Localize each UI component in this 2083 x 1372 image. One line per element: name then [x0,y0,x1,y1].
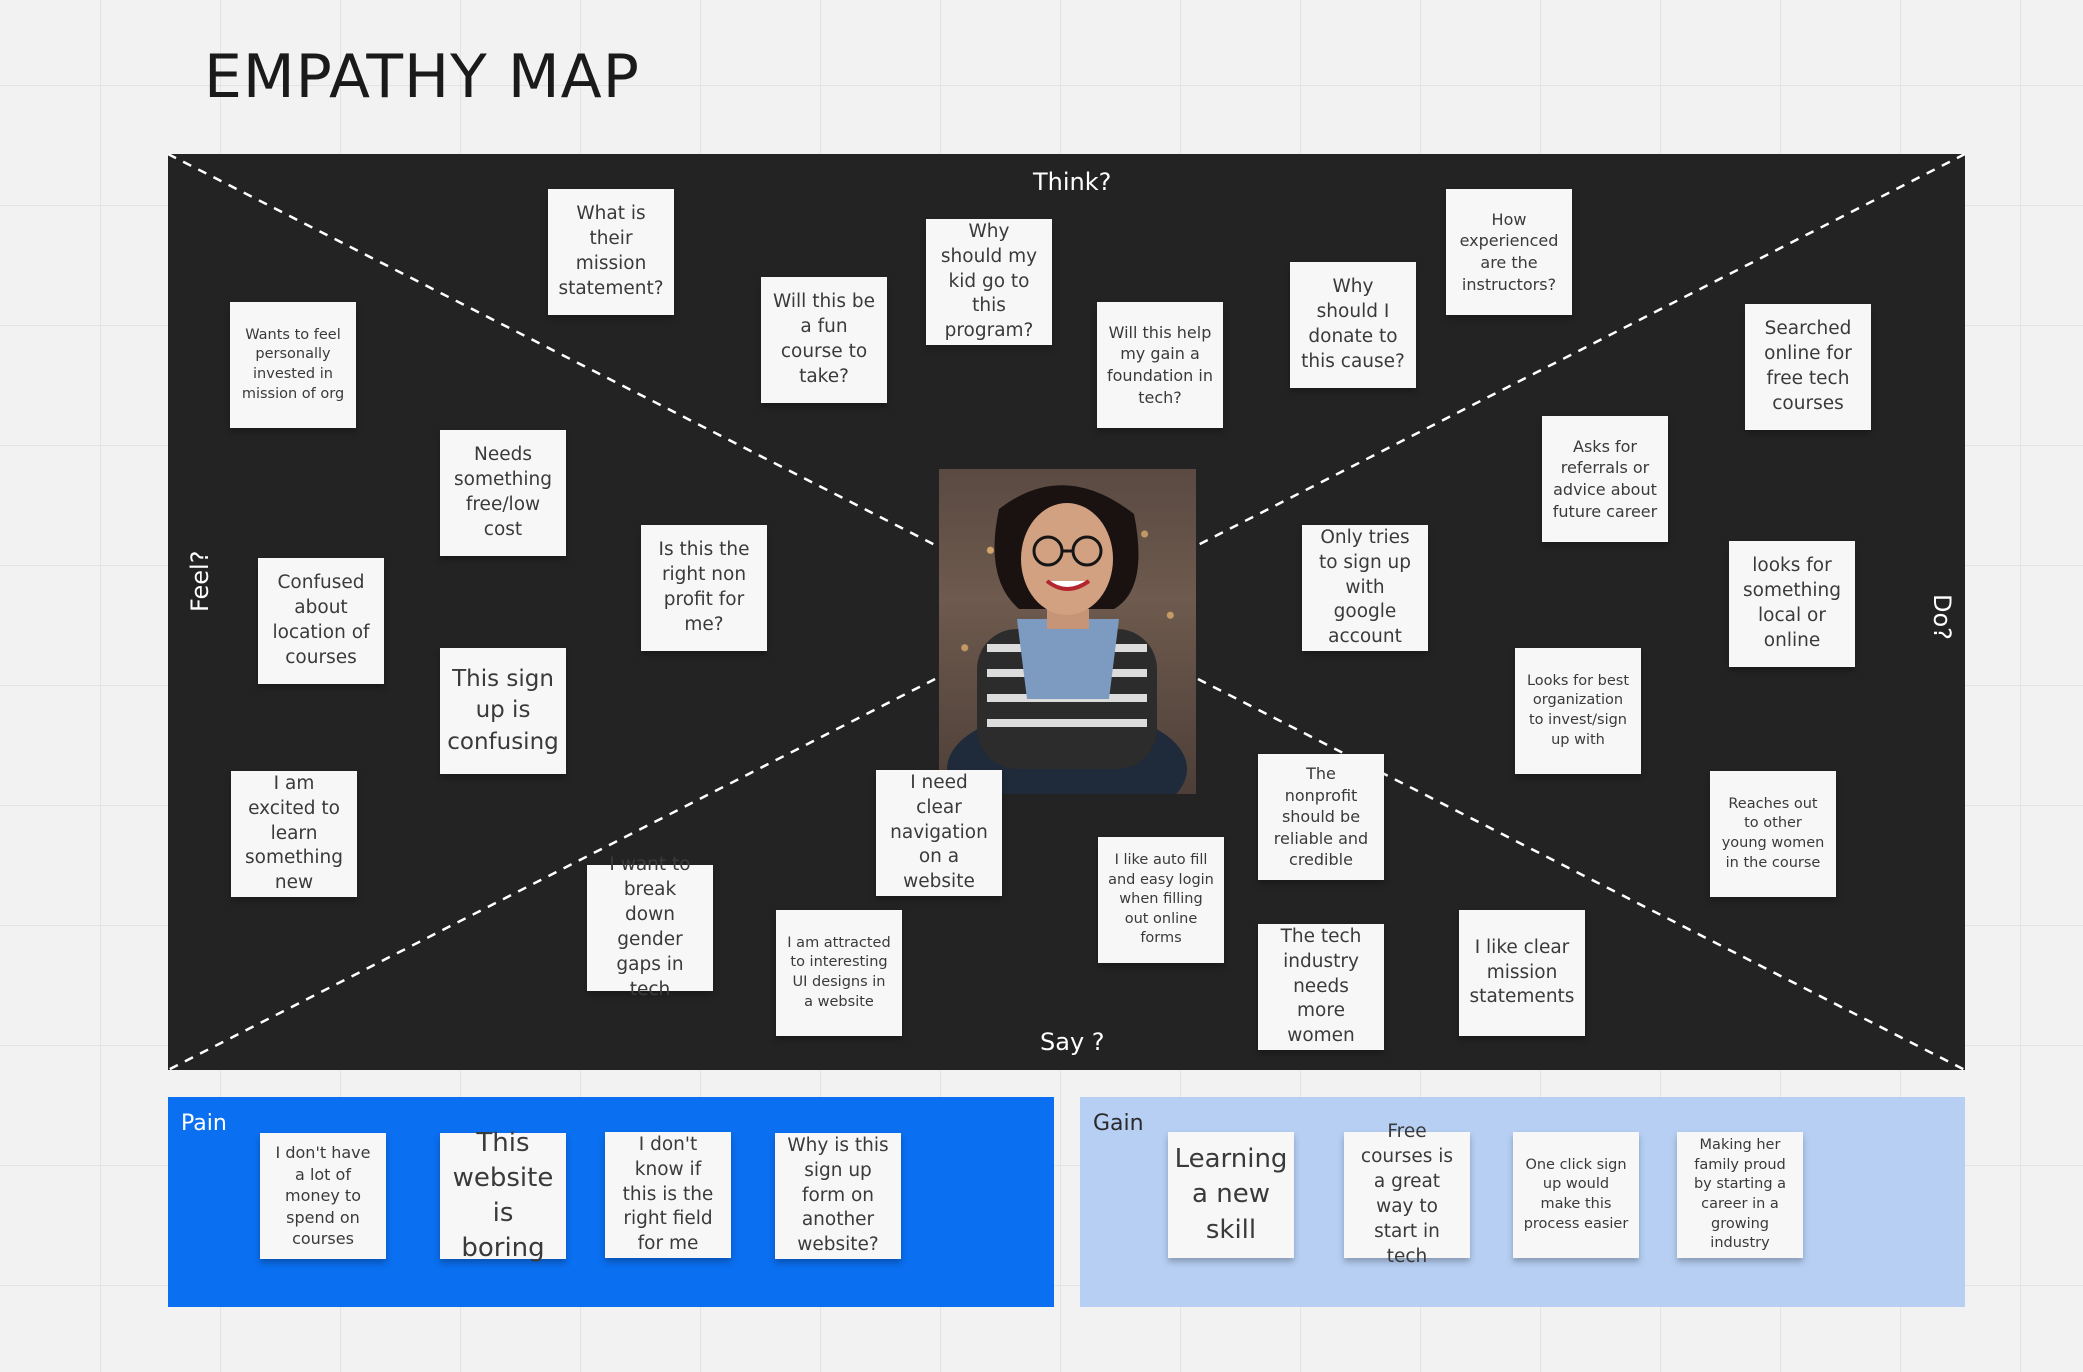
empathy-map-board: Think? Say ? Feel? Do? What is their mis… [168,154,1965,1070]
think-label: Think? [1033,168,1112,196]
pain-note[interactable]: This website is boring [440,1128,566,1263]
say-label: Say ? [1040,1028,1105,1056]
pain-note[interactable]: I don't have a lot of money to spend on … [260,1133,386,1259]
page-title: EMPATHY MAP [204,42,640,112]
sticky-note[interactable]: What is their mission statement? [548,189,674,315]
sticky-note[interactable]: Why should my kid go to this program? [926,219,1052,345]
gain-note[interactable]: Free courses is a great way to start in … [1344,1121,1470,1267]
sticky-note[interactable]: Only tries to sign up with google accoun… [1302,525,1428,651]
sticky-note[interactable]: Will this help my gain a foundation in t… [1097,302,1223,428]
gain-note[interactable]: Making her family proud by starting a ca… [1677,1132,1803,1258]
sticky-note[interactable]: Wants to feel personally invested in mis… [230,302,356,428]
sticky-note[interactable]: Will this be a fun course to take? [761,277,887,403]
gain-panel: Gain Learning a new skill Free courses i… [1080,1097,1965,1307]
sticky-note[interactable]: I am attracted to interesting UI designs… [776,910,902,1036]
sticky-note[interactable]: Reaches out to other young women in the … [1710,771,1836,897]
gain-note[interactable]: One click sign up would make this proces… [1513,1132,1639,1258]
sticky-note[interactable]: The tech industry needs more women [1258,924,1384,1050]
sticky-note[interactable]: looks for something local or online [1729,541,1855,667]
sticky-note[interactable]: Looks for best organization to invest/si… [1515,648,1641,774]
sticky-note[interactable]: How experienced are the instructors? [1446,189,1572,315]
sticky-note[interactable]: Searched online for free tech courses [1745,304,1871,430]
persona-photo[interactable] [939,469,1196,794]
sticky-note[interactable]: I like auto fill and easy login when fil… [1098,837,1224,963]
do-label: Do? [1928,594,1956,640]
sticky-note[interactable]: Asks for referrals or advice about futur… [1542,416,1668,542]
feel-label: Feel? [186,550,214,612]
pain-panel: Pain I don't have a lot of money to spen… [168,1097,1054,1307]
pain-note[interactable]: Why is this sign up form on another webs… [775,1133,901,1259]
sticky-note[interactable]: I need clear navigation on a website [876,770,1002,896]
sticky-note[interactable]: I am excited to learn something new [231,771,357,897]
sticky-note[interactable]: Is this the right non profit for me? [641,525,767,651]
sticky-note[interactable]: Needs something free/low cost [440,430,566,556]
pain-label: Pain [181,1111,227,1136]
gain-note[interactable]: Learning a new skill [1168,1132,1294,1258]
sticky-note[interactable]: The nonprofit should be reliable and cre… [1258,754,1384,880]
sticky-note[interactable]: This sign up is confusing [440,648,566,774]
sticky-note[interactable]: Why should I donate to this cause? [1290,262,1416,388]
sticky-note[interactable]: I like clear mission statements [1459,910,1585,1036]
sticky-note[interactable]: I want to break down gender gaps in tech [587,854,713,1000]
pain-note[interactable]: I don't know if this is the right field … [605,1132,731,1258]
sticky-note[interactable]: Confused about location of courses [258,558,384,684]
gain-label: Gain [1093,1111,1144,1136]
